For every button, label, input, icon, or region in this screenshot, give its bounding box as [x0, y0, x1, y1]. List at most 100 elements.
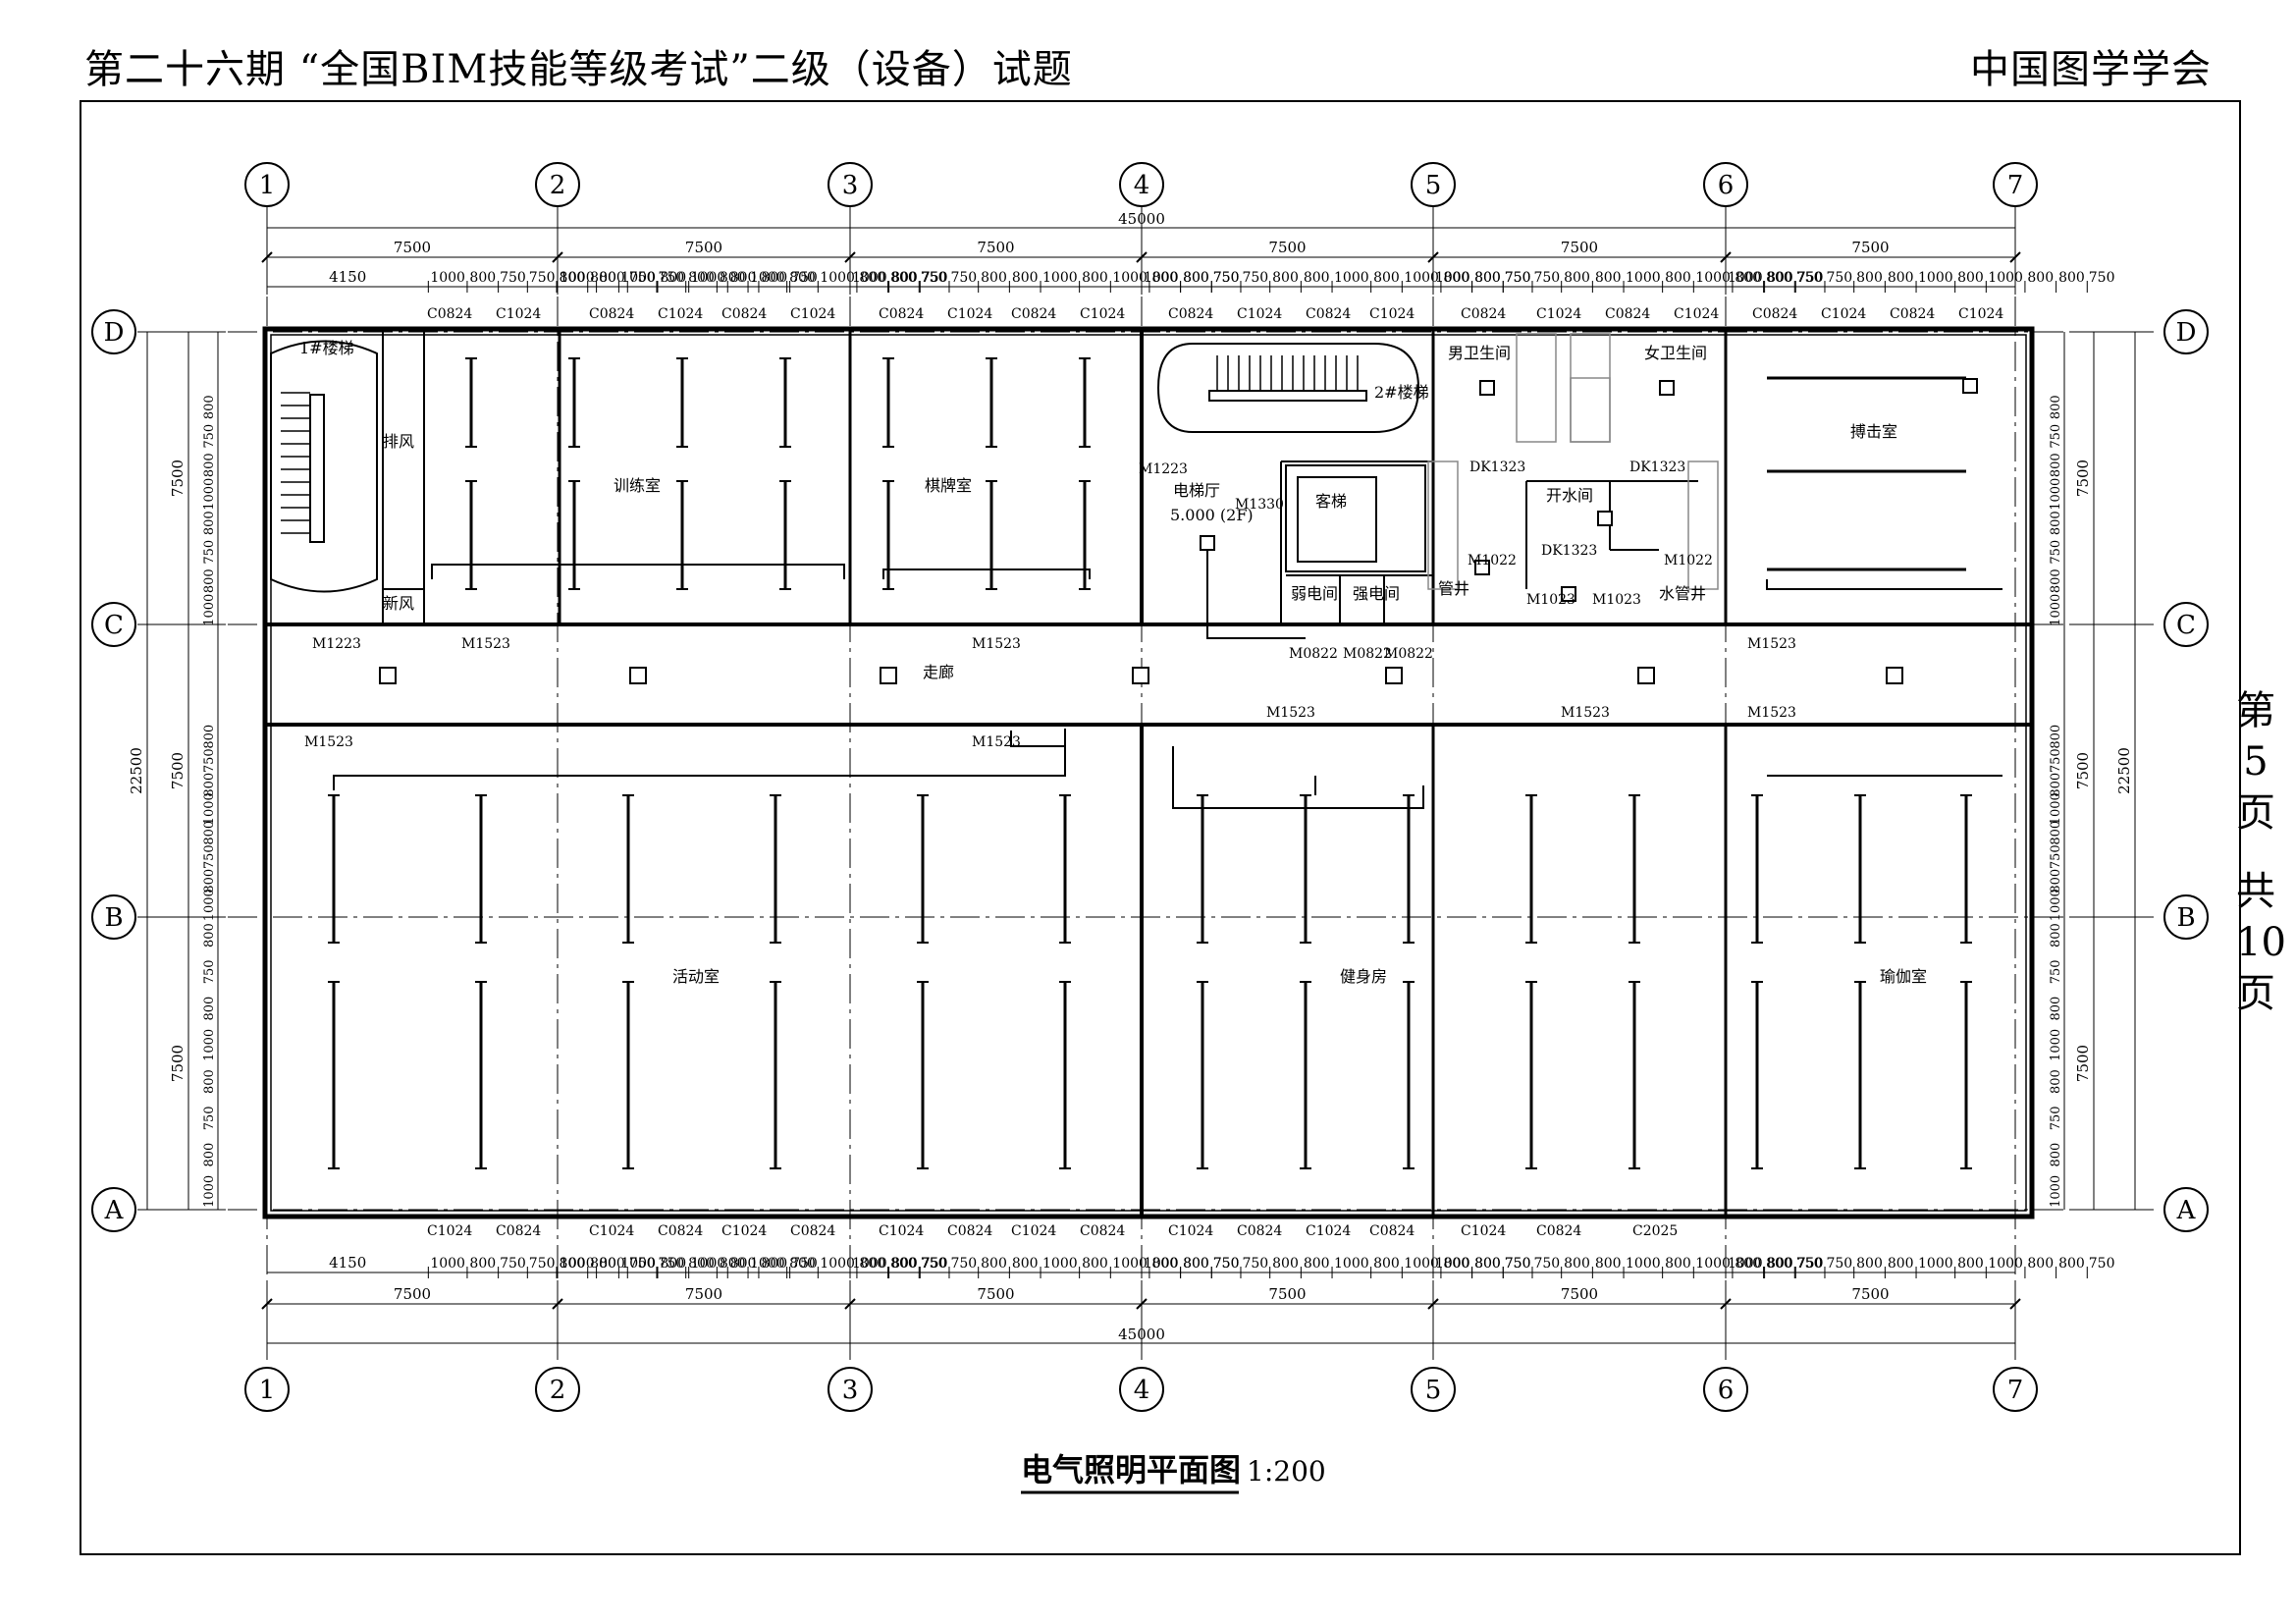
drawing-border [80, 100, 2241, 1555]
dim-detail: 800 [1474, 270, 1501, 286]
dim-bay-vertical: 7500 [2074, 460, 2092, 497]
dim-detail-vertical: 800 [2049, 511, 2063, 535]
dim-detail: 1000 [1435, 270, 1470, 286]
window-tag: C1024 [790, 306, 835, 322]
dim-detail: 800 [1183, 1256, 1209, 1272]
grid-bubble [828, 162, 873, 207]
dim-detail: 1000 [1918, 270, 1953, 286]
door-tag: DK1323 [1629, 460, 1685, 475]
dim-detail: 4150 [329, 1254, 366, 1272]
dim-bay: 7500 [1561, 239, 1598, 256]
dim-detail: 800 [1304, 1256, 1330, 1272]
dim-side-total: 22500 [128, 747, 145, 794]
dim-detail: 800 [2027, 270, 2054, 286]
window-tag: C1024 [589, 1223, 634, 1239]
dim-bay: 7500 [1851, 239, 1889, 256]
door-tag: M1223 [1139, 461, 1188, 477]
grid-label-col: 6 [1718, 1376, 1735, 1405]
door-tag: M1523 [304, 734, 353, 750]
grid-label-col: 2 [550, 1376, 566, 1405]
window-tag: C0824 [1306, 306, 1351, 322]
dim-detail: 750 [1796, 1256, 1823, 1272]
door-tag: M0822 [1384, 646, 1433, 662]
dim-detail: 800 [1474, 1256, 1501, 1272]
ceiling-lamp [1479, 380, 1495, 396]
dim-bay: 7500 [977, 239, 1014, 256]
dim-detail: 800 [559, 1256, 585, 1272]
dim-detail: 800 [1183, 1256, 1209, 1272]
door-tag: M1022 [1468, 553, 1517, 568]
grid-bubble [1411, 162, 1456, 207]
grid-bubble [91, 602, 136, 647]
window-tag: C0824 [1605, 306, 1650, 322]
dim-detail-vertical: 800 [2049, 725, 2063, 749]
dim-detail-vertical: 750 [2049, 1106, 2063, 1130]
dim-detail: 750 [629, 1256, 656, 1272]
dim-detail: 1000 [852, 270, 887, 286]
dim-detail: 750 [2089, 270, 2115, 286]
window-tag: C0824 [1890, 306, 1935, 322]
ceiling-lamp [1886, 667, 1903, 684]
dim-detail: 750 [500, 1256, 526, 1272]
dim-detail: 750 [791, 1256, 818, 1272]
dim-detail: 800 [891, 270, 918, 286]
dim-detail: 1000 [560, 270, 595, 286]
dim-detail: 1000 [1626, 270, 1661, 286]
grid-bubble [91, 309, 136, 354]
dim-detail: 800 [1082, 270, 1108, 286]
right-dimension-chain: 7500750075002250080075080010008007508001… [2049, 331, 2136, 1211]
dim-detail: 750 [2089, 1256, 2115, 1272]
door-tag: DK1323 [1541, 543, 1597, 559]
room-strong-current: 强电间 [1353, 584, 1400, 603]
dim-detail-vertical: 800 [2049, 568, 2063, 593]
dim-detail: 750 [1826, 270, 1852, 286]
grid-bubble [535, 162, 580, 207]
grid-label-col: 7 [2007, 1376, 2024, 1405]
dim-detail: 750 [921, 270, 947, 286]
grid-bubble [91, 1187, 136, 1232]
room-boxing: 搏击室 [1850, 422, 1897, 441]
door-tag: M1523 [972, 734, 1021, 750]
dim-detail: 800 [1151, 1256, 1178, 1272]
grid-label-col: 5 [1425, 1376, 1442, 1405]
dim-detail-vertical: 1000 [202, 792, 217, 825]
grid-bubble [2163, 894, 2209, 940]
dim-detail-vertical: 800 [202, 395, 217, 419]
room-stair-2: 2#楼梯 [1374, 383, 1429, 402]
dim-detail: 800 [660, 1256, 686, 1272]
dim-detail: 800 [1595, 1256, 1622, 1272]
dim-detail: 800 [730, 270, 757, 286]
dim-detail: 800 [1665, 270, 1691, 286]
dim-detail: 800 [1888, 270, 1914, 286]
dim-detail-vertical: 800 [202, 453, 217, 477]
door-tag: M1523 [1561, 705, 1610, 721]
room-exhaust: 排风 [383, 432, 414, 451]
dim-detail: 1000 [1695, 270, 1731, 286]
dim-detail: 1000 [1435, 1256, 1470, 1272]
dim-detail-vertical: 800 [2049, 821, 2063, 845]
room-water: 开水间 [1546, 486, 1593, 505]
dim-detail-vertical: 750 [202, 748, 217, 773]
dim-detail: 1000 [1042, 270, 1078, 286]
dim-detail: 800 [1443, 1256, 1469, 1272]
dim-bay: 7500 [977, 1285, 1014, 1303]
room-pipe-well: 水管井 [1659, 584, 1706, 603]
dim-detail: 1000 [1404, 1256, 1439, 1272]
room-fresh-air: 新风 [383, 594, 414, 613]
door-tag: M1330 [1235, 497, 1284, 513]
dim-detail: 800 [1474, 270, 1501, 286]
stair-2 [1156, 343, 1420, 433]
dim-detail-vertical: 800 [202, 821, 217, 845]
room-activity: 活动室 [672, 967, 720, 986]
dim-detail: 1000 [750, 1256, 785, 1272]
drawing-title: 电气照明平面图 [1021, 1451, 1241, 1489]
dim-bay-vertical: 7500 [169, 752, 187, 789]
grid-label-col: 7 [2007, 171, 2024, 200]
dim-detail: 1000 [1334, 1256, 1369, 1272]
ceiling-lamp [629, 667, 647, 684]
window-tag: C1024 [1461, 1223, 1506, 1239]
dim-detail-vertical: 1000 [2049, 1175, 2063, 1208]
dim-detail-vertical: 800 [2049, 997, 2063, 1021]
dim-detail: 750 [950, 1256, 977, 1272]
